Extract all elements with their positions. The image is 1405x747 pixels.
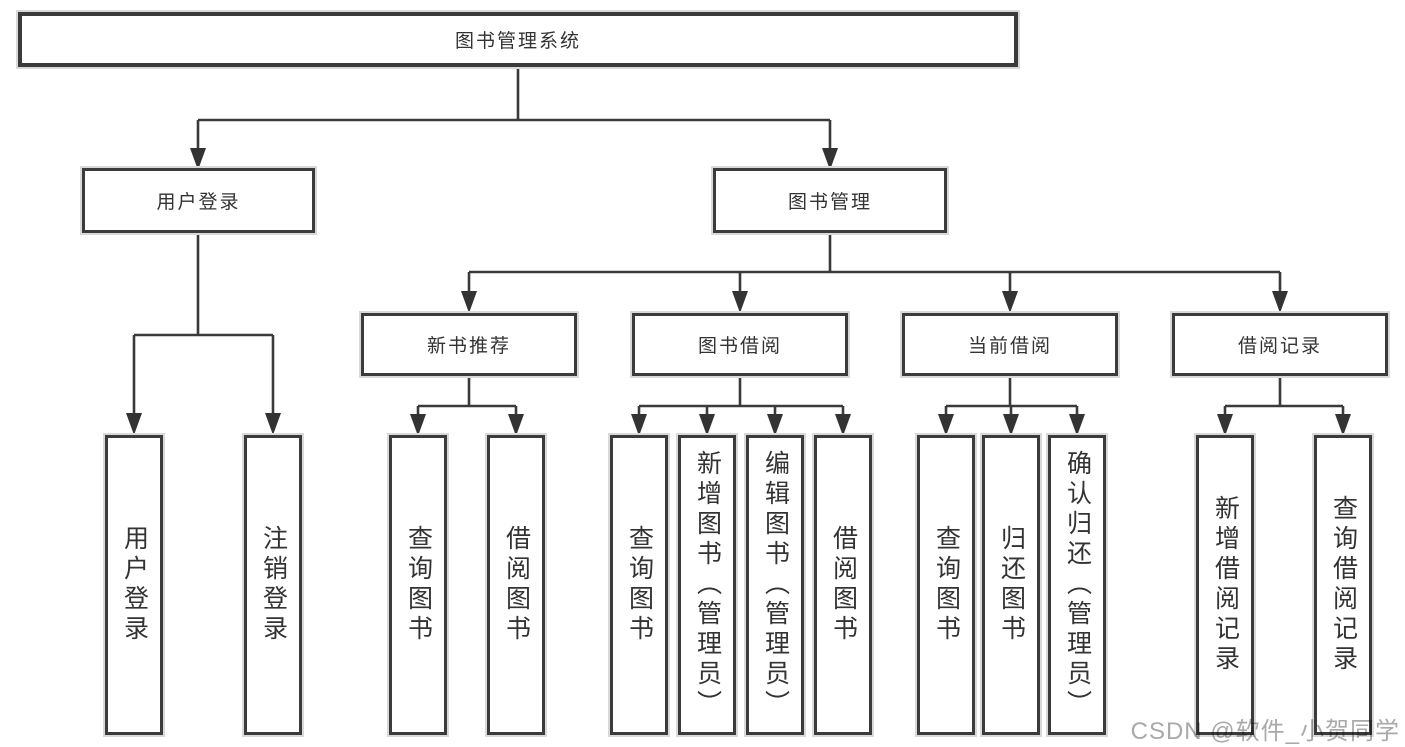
leaf-borrow-borrow-books-label: 借阅图书 [829,525,858,645]
leaf-borrow-query-books: 查询图书 [610,435,668,735]
leaf-records-add-record-label: 新增借阅记录 [1211,495,1240,675]
leaf-records-query-record-label: 查询借阅记录 [1329,495,1358,675]
leaf-borrow-edit-books-admin-label: 编辑图书（管理员） [761,450,790,720]
leaf-borrow-edit-books-admin: 编辑图书（管理员） [746,435,804,735]
node-new-book-recommend: 新书推荐 [361,313,577,376]
node-book-borrow: 图书借阅 [632,313,848,376]
node-borrow-records-label: 借阅记录 [1237,336,1322,357]
leaf-borrow-query-books-label: 查询图书 [625,525,654,645]
node-book-borrow-label: 图书借阅 [697,336,782,357]
leaf-user-login: 用户登录 [105,435,163,735]
leaf-borrow-add-books-admin-label: 新增图书（管理员） [693,450,722,720]
leaf-current-return-books: 归还图书 [982,435,1040,735]
leaf-recommend-query-books: 查询图书 [389,435,447,735]
node-current-borrow-label: 当前借阅 [967,336,1052,357]
leaf-recommend-borrow-books: 借阅图书 [487,435,545,735]
watermark: CSDN @软件_小贺同学 [1130,718,1400,745]
leaf-logout-label: 注销登录 [259,525,288,645]
leaf-current-query-books: 查询图书 [917,435,975,735]
leaf-logout: 注销登录 [244,435,302,735]
node-book-management: 图书管理 [713,168,947,233]
node-borrow-records: 借阅记录 [1172,313,1388,376]
leaf-current-confirm-return-admin: 确认归还（管理员） [1048,435,1106,735]
leaf-borrow-add-books-admin: 新增图书（管理员） [678,435,736,735]
node-root-label: 图书管理系统 [454,31,581,52]
leaf-records-add-record: 新增借阅记录 [1196,435,1254,735]
node-user-login: 用户登录 [82,168,315,233]
leaf-recommend-query-books-label: 查询图书 [404,525,433,645]
node-user-login-label: 用户登录 [156,192,241,213]
node-root: 图书管理系统 [18,12,1018,67]
leaf-current-return-books-label: 归还图书 [997,525,1026,645]
leaf-current-confirm-return-admin-label: 确认归还（管理员） [1063,450,1092,720]
node-new-book-recommend-label: 新书推荐 [426,336,511,357]
leaf-borrow-borrow-books: 借阅图书 [814,435,872,735]
leaf-recommend-borrow-books-label: 借阅图书 [502,525,531,645]
node-book-management-label: 图书管理 [787,192,872,213]
leaf-records-query-record: 查询借阅记录 [1314,435,1372,735]
leaf-current-query-books-label: 查询图书 [932,525,961,645]
node-current-borrow: 当前借阅 [902,313,1118,376]
leaf-user-login-label: 用户登录 [120,525,149,645]
